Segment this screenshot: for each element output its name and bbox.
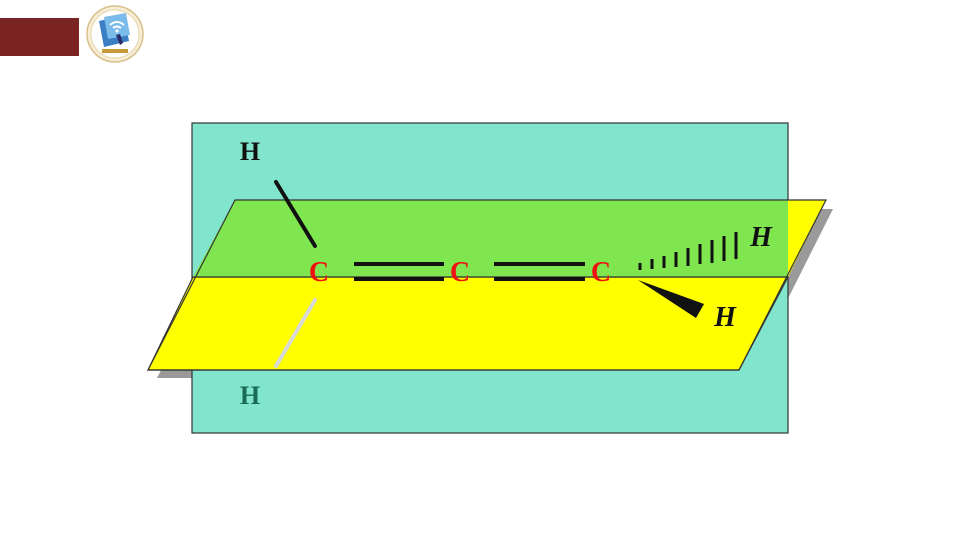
horizontal-plane-front bbox=[147, 276, 789, 371]
atom-h-hashed: H bbox=[749, 222, 773, 253]
logo-icon bbox=[86, 5, 144, 63]
atom-h-wedge: H bbox=[713, 302, 737, 333]
atom-c-middle: C bbox=[450, 257, 470, 288]
atom-c-right: C bbox=[591, 257, 611, 288]
wedge-bond bbox=[638, 280, 704, 318]
hashed-bond bbox=[638, 232, 738, 270]
double-bond-right bbox=[494, 262, 585, 281]
bond-c-h-bottom bbox=[274, 298, 317, 368]
double-bond-left bbox=[354, 262, 444, 281]
atom-h-bottom: H bbox=[240, 381, 260, 410]
bond-c-h-top bbox=[274, 180, 317, 248]
plane-overlap-region bbox=[193, 200, 788, 277]
atom-c-left: C bbox=[309, 257, 329, 288]
header-bar bbox=[0, 18, 79, 56]
atom-h-top: H bbox=[240, 137, 260, 166]
horizontal-plane-outline bbox=[147, 199, 827, 371]
